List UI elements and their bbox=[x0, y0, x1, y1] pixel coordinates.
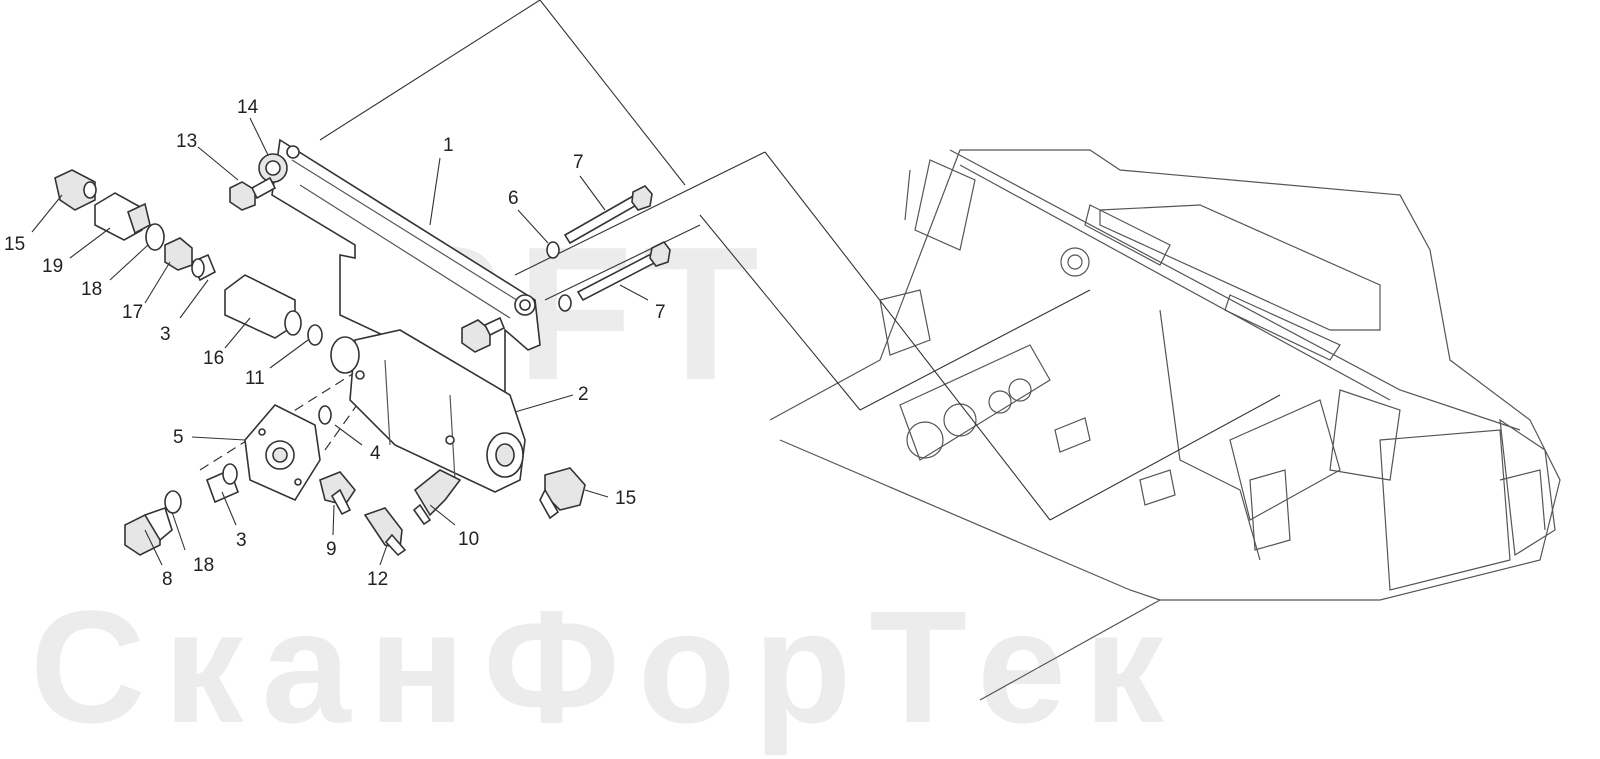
callout-14: 14 bbox=[237, 97, 259, 118]
part-fitting-17 bbox=[164, 237, 193, 271]
callout-12: 12 bbox=[367, 569, 388, 590]
part-bolt-bracket bbox=[461, 316, 506, 353]
part-washer-6 bbox=[546, 241, 560, 259]
part-oring-11 bbox=[307, 324, 323, 346]
part-adapter-16 bbox=[224, 274, 302, 339]
callout-8: 8 bbox=[162, 569, 173, 590]
callout-15a: 15 bbox=[4, 234, 25, 255]
callout-4: 4 bbox=[370, 443, 381, 464]
callout-2: 2 bbox=[578, 384, 589, 405]
callout-16: 16 bbox=[203, 348, 224, 369]
part-fitting-9 bbox=[319, 471, 356, 516]
part-washer-6b bbox=[558, 294, 572, 312]
machine-frame bbox=[769, 149, 1561, 701]
part-hydraulic-pump bbox=[330, 329, 526, 493]
callout-18b: 18 bbox=[193, 555, 214, 576]
callout-10: 10 bbox=[458, 529, 479, 550]
callout-9: 9 bbox=[326, 539, 337, 560]
part-block-5 bbox=[244, 404, 321, 502]
part-long-bolt-7b bbox=[576, 240, 671, 302]
part-bolt-13 bbox=[229, 176, 277, 211]
callout-19: 19 bbox=[42, 256, 63, 277]
callout-13: 13 bbox=[176, 131, 197, 152]
part-washer-18a bbox=[145, 223, 165, 251]
part-pin-3a bbox=[190, 253, 217, 282]
leader-lines bbox=[31, 117, 649, 566]
part-adapter-19 bbox=[94, 192, 151, 241]
callout-3b: 3 bbox=[236, 530, 247, 551]
callout-6: 6 bbox=[508, 188, 519, 209]
exploded-view-diagram: 1 2 3 3 4 5 6 7 7 8 9 10 11 12 13 14 15 … bbox=[4, 0, 1561, 701]
callout-7a: 7 bbox=[573, 152, 584, 173]
part-long-bolt-7a bbox=[563, 185, 653, 245]
part-elbow-15a bbox=[54, 169, 97, 211]
part-elbow-15b bbox=[539, 467, 586, 520]
callout-labels: 1 2 3 3 4 5 6 7 7 8 9 10 11 12 13 14 15 … bbox=[4, 97, 666, 590]
callout-3a: 3 bbox=[160, 324, 171, 345]
part-pin-3b bbox=[205, 463, 240, 504]
callout-11: 11 bbox=[245, 368, 265, 389]
callout-15b: 15 bbox=[615, 488, 636, 509]
callout-1: 1 bbox=[443, 135, 454, 156]
callout-18a: 18 bbox=[81, 279, 102, 300]
callout-7b: 7 bbox=[655, 302, 666, 323]
part-elbow-10 bbox=[412, 469, 462, 526]
part-plug-8 bbox=[124, 506, 173, 556]
callout-17: 17 bbox=[122, 302, 143, 323]
part-washer-18b bbox=[164, 490, 182, 514]
part-bushing-14 bbox=[258, 153, 288, 183]
callout-5: 5 bbox=[173, 427, 184, 448]
part-oring-4 bbox=[318, 405, 332, 425]
part-elbow-12 bbox=[363, 507, 407, 557]
